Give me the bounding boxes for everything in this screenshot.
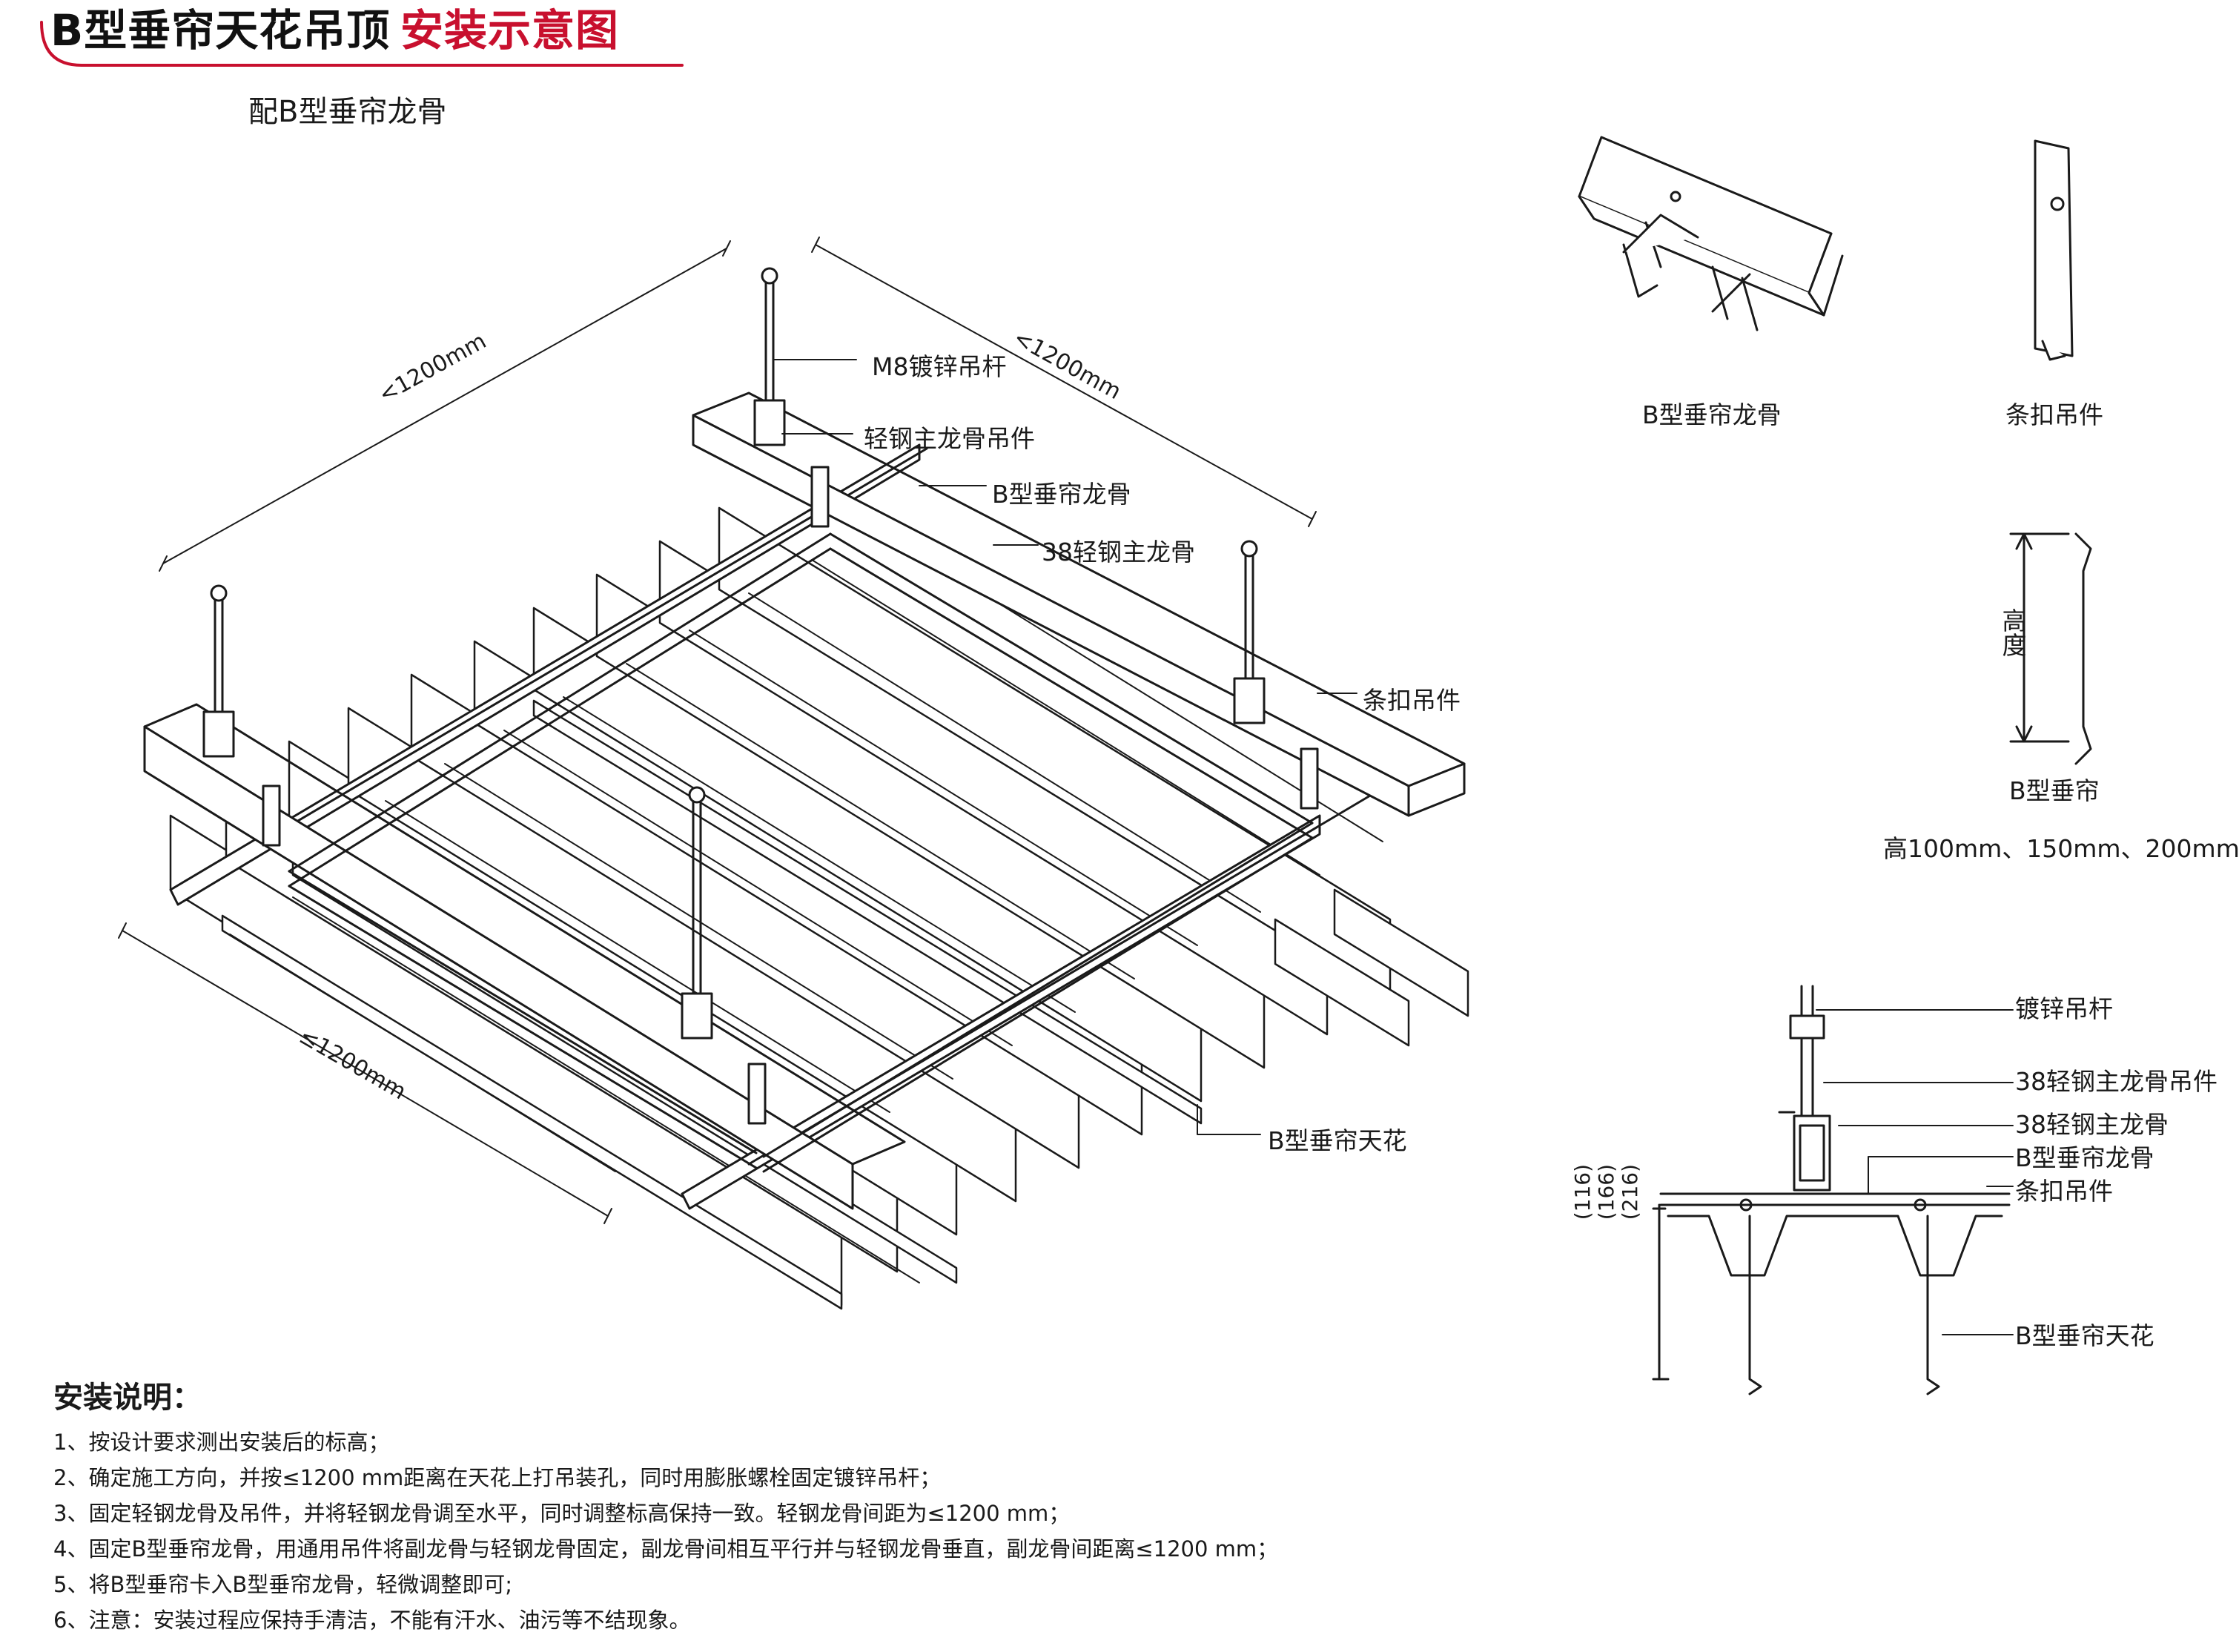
label-panel: B型垂帘 — [2009, 776, 2100, 805]
section-rod: 镀锌吊杆 — [2015, 994, 2113, 1023]
panel-ridges — [229, 526, 1383, 1283]
page-title-accent: 安装示意图 — [400, 5, 620, 56]
note-item: 1、按设计要求测出安装后的标高； — [53, 1430, 390, 1455]
leader-lines — [773, 359, 1357, 1135]
keel-detail — [1578, 136, 1844, 331]
note-item: 6、注意：安装过程应保持手清洁，不能有汗水、油污等不结现象。 — [53, 1608, 691, 1633]
section-leaders — [1816, 1009, 2014, 1335]
label-height: 高度 — [1998, 608, 2027, 657]
subtitle: 配B型垂帘龙骨 — [248, 95, 447, 129]
panel-profile — [2009, 532, 2092, 765]
section-hanger: 38轻钢主龙骨吊件 — [2015, 1067, 2217, 1096]
main-keel-38 — [143, 391, 1466, 1210]
section-b-keel: B型垂帘龙骨 — [2015, 1143, 2154, 1172]
label-main-keel: 38轻钢主龙骨 — [1042, 538, 1195, 566]
section-main-keel: 38轻钢主龙骨 — [2015, 1110, 2169, 1139]
section-dim-166: (166) — [1594, 1164, 1618, 1220]
label-rod: M8镀锌吊杆 — [872, 352, 1007, 381]
label-b-keel: B型垂帘龙骨 — [992, 480, 1131, 509]
notes-heading: 安装说明： — [53, 1381, 202, 1415]
note-item: 5、将B型垂帘卡入B型垂帘龙骨，轻微调整即可; — [53, 1572, 513, 1597]
frame-cross — [288, 532, 1314, 1173]
note-item: 4、固定B型垂帘龙骨，用通用吊件将副龙骨与轻钢龙骨固定，副龙骨间相互平行并与轻钢… — [53, 1536, 1279, 1562]
label-hanger: 轻钢主龙骨吊件 — [864, 424, 1035, 453]
section-ceiling: B型垂帘天花 — [2015, 1321, 2154, 1350]
section-clip: 条扣吊件 — [2015, 1177, 2113, 1206]
label-ceiling: B型垂帘天花 — [1268, 1126, 1407, 1155]
section-dim-116: (116) — [1570, 1164, 1595, 1220]
note-item: 2、确定施工方向，并按≤1200 mm距离在天花上打吊装孔，同时用膨胀螺栓固定镀… — [53, 1465, 942, 1490]
clip-detail — [2034, 139, 2074, 361]
label-keel-detail: B型垂帘龙骨 — [1642, 400, 1782, 429]
label-clip: 条扣吊件 — [1363, 686, 1461, 715]
note-item: 3、固定轻钢龙骨及吊件，并将轻钢龙骨调至水平，同时调整标高保持一致。轻钢龙骨间距… — [53, 1501, 1071, 1526]
hanger-rods — [210, 267, 1258, 995]
page-title: B型垂帘天花吊顶 — [50, 5, 391, 56]
label-clip-detail: 条扣吊件 — [2005, 400, 2103, 429]
section-detail — [1652, 985, 2011, 1395]
label-heights: 高100mm、150mm、200mm — [1883, 834, 2239, 863]
hanger-brackets — [202, 399, 1319, 1125]
dimension-lines — [118, 237, 1317, 1224]
title-underline — [40, 21, 684, 67]
section-dim-216: (216) — [1618, 1164, 1642, 1220]
